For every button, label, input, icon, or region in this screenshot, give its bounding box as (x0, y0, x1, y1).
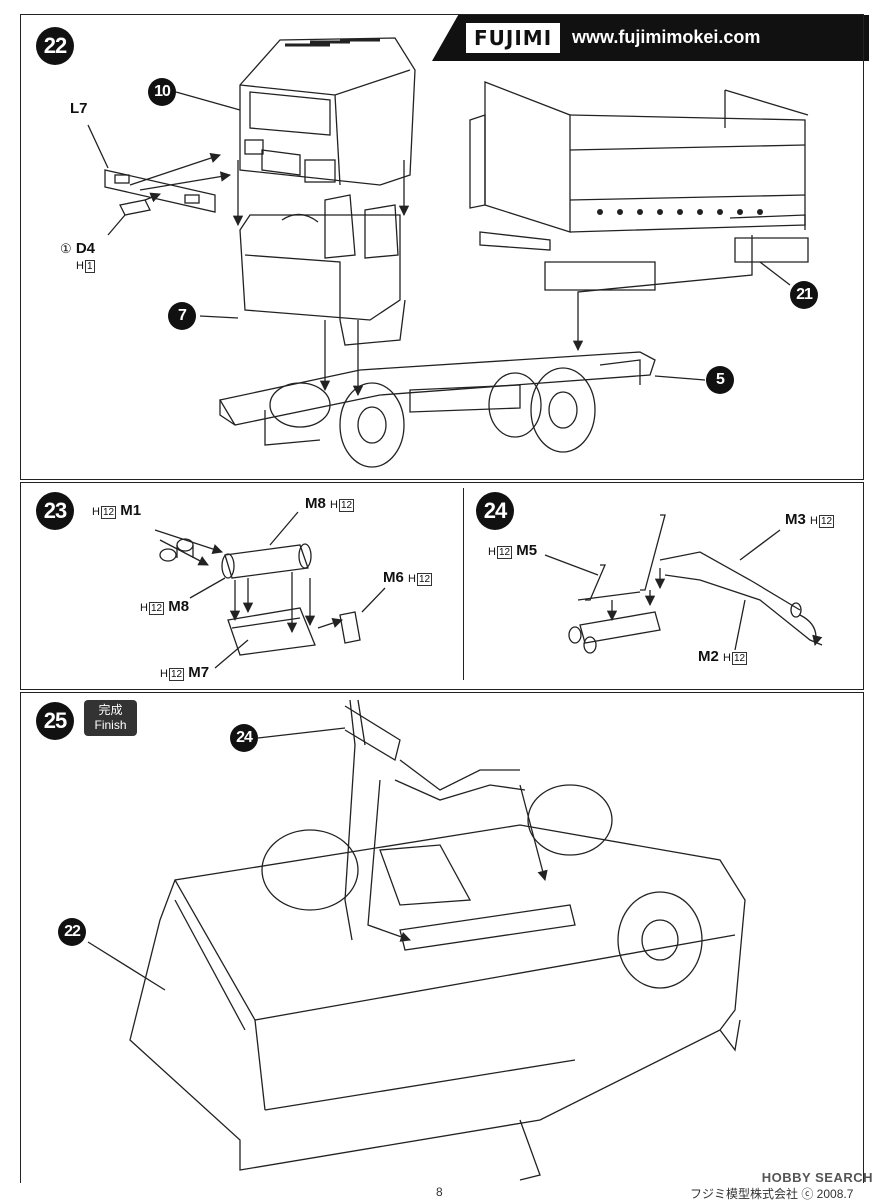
cargo-bed-illustration (469, 81, 809, 291)
sprue-number: 12 (168, 668, 185, 681)
finish-label-jp: 完成 (98, 703, 123, 717)
callout-step-10: 10 (148, 78, 176, 106)
chassis-illustration (218, 351, 656, 468)
finish-label-en: Finish (94, 718, 127, 732)
part-code: M7 (188, 664, 210, 681)
part-code: M8 (305, 495, 326, 512)
sprue-number: 12 (148, 602, 165, 615)
bumper-part (104, 169, 216, 213)
sprue-letter: H (408, 573, 416, 585)
exhaust-on-truck (344, 699, 526, 801)
part-code: M6 (383, 569, 404, 586)
callout-step-7: 7 (168, 302, 196, 330)
step-number-25: 25 (36, 702, 74, 740)
sprue-letter: H (488, 546, 496, 558)
fujimi-logo: FUJIMI (466, 23, 561, 53)
sprue-number: 1 (84, 260, 95, 273)
finished-truck-underside (129, 784, 746, 1181)
part-code: M1 (120, 502, 142, 519)
panel-divider (463, 488, 464, 680)
step-number-23: 23 (36, 492, 74, 530)
sprue-number: 12 (818, 515, 835, 528)
callout-step-24: 24 (230, 724, 258, 752)
sprue-letter: H (76, 260, 84, 272)
sprue-letter: H (723, 652, 731, 664)
sprue-letter: H (160, 668, 168, 680)
sprue-letter: H (140, 602, 148, 614)
sprue-number: 12 (496, 546, 513, 559)
sprue-number: 12 (416, 573, 433, 586)
part-code: M5 (516, 542, 538, 559)
cab-interior (239, 194, 406, 346)
step-number-24: 24 (476, 492, 514, 530)
part-code: M2 (698, 648, 719, 665)
exhaust-assembly (568, 514, 823, 654)
step-number-22: 22 (36, 27, 74, 65)
part-label-d4: ① D4 (60, 240, 95, 257)
step-23-24-panel (20, 482, 864, 690)
sprue-letter: H (810, 515, 818, 527)
sprue-number: 12 (100, 506, 117, 519)
callout-step-22: 22 (58, 918, 86, 946)
sprue-letter: H (330, 499, 338, 511)
finish-badge: 完成 Finish (84, 700, 137, 736)
brand-banner: FUJIMI www.fujimimokei.com (432, 15, 869, 61)
website-url[interactable]: www.fujimimokei.com (572, 27, 761, 47)
sprue-number: 12 (338, 499, 355, 512)
sprue-number: 12 (731, 652, 748, 665)
callout-step-21: 21 (790, 281, 818, 309)
callout-step-5: 5 (706, 366, 734, 394)
copyright-line: フジミ模型株式会社 ⓒ 2008.7 (690, 1187, 854, 1201)
part-label-l7: L7 (70, 100, 88, 117)
page-number: 8 (436, 1185, 443, 1199)
step-25-panel (20, 692, 864, 1183)
part-code: M8 (168, 598, 190, 615)
sprue-letter: H (92, 506, 100, 518)
muffler-assembly (159, 538, 361, 656)
part-code: M3 (785, 511, 806, 528)
watermark: HOBBY SEARCH (761, 1170, 873, 1185)
part-count-marker: ① (60, 241, 72, 256)
cab-illustration (239, 37, 416, 186)
part-code: D4 (75, 240, 96, 257)
step-22-panel (20, 14, 864, 480)
